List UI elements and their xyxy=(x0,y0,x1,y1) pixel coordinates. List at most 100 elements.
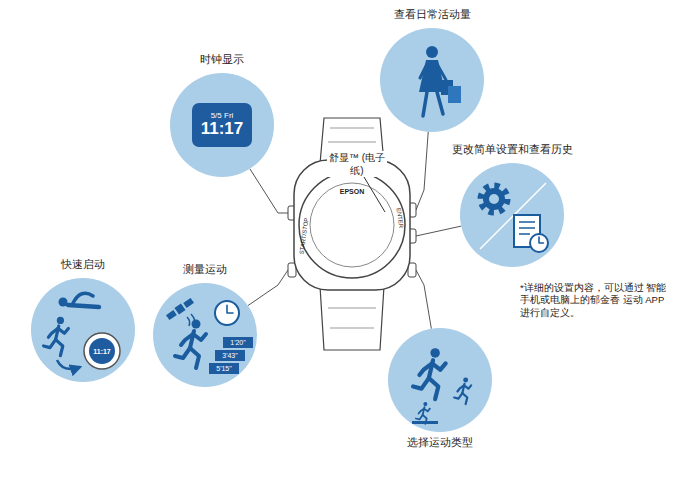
arm xyxy=(432,363,446,369)
leader-line xyxy=(364,177,385,212)
clock-icon xyxy=(215,301,239,325)
circle-fill xyxy=(170,73,274,177)
runner-figure xyxy=(416,402,430,424)
leader-connector xyxy=(416,132,428,210)
function-circle: 快速启动11:17 xyxy=(31,278,135,382)
function-circle: 选择运动类型 xyxy=(388,328,492,432)
satellite-body xyxy=(174,303,185,314)
runner-figure xyxy=(454,377,471,404)
swimmer-body xyxy=(68,305,99,307)
arm xyxy=(419,409,424,414)
arm xyxy=(419,363,432,375)
circle-heading: 查看日常活动量 xyxy=(392,9,473,20)
arm xyxy=(58,328,68,333)
part-label: 舒显™ (电子纸) xyxy=(327,151,387,177)
leg xyxy=(44,340,56,348)
leader-connector xyxy=(250,169,288,213)
leader-connector xyxy=(416,226,461,236)
circle-fill xyxy=(31,278,135,382)
node-text: 1'20" xyxy=(230,339,246,346)
swimmer-arm xyxy=(73,293,93,303)
clock-hands xyxy=(227,305,233,313)
head xyxy=(57,317,64,324)
heading-holder: 时钟显示 xyxy=(198,54,246,65)
arm xyxy=(181,334,193,345)
leg xyxy=(462,393,467,404)
function-circle: 时钟显示5/5 Fri11:17 xyxy=(170,73,274,177)
watch-text-holder: EPSON xyxy=(340,188,365,195)
watch-screen: 5/5 Fri11:17 xyxy=(192,103,252,147)
runner-figure xyxy=(413,348,446,399)
head xyxy=(430,348,439,357)
legs xyxy=(423,92,443,116)
circle-heading: 选择运动类型 xyxy=(405,437,475,448)
satellite-icon xyxy=(165,297,194,321)
node-text: 5/5 Fri xyxy=(211,112,234,121)
node-text: 11:17 xyxy=(93,348,111,355)
watch-case xyxy=(294,160,410,290)
watch-band xyxy=(320,286,384,350)
head xyxy=(426,46,438,58)
leg xyxy=(413,378,429,389)
solar-panel xyxy=(166,310,177,320)
circle-fill xyxy=(388,328,492,432)
circle-heading: 快速启动 xyxy=(59,259,107,270)
heading-holder: 快速启动 xyxy=(59,259,107,270)
circle-fill xyxy=(460,163,564,267)
clock-hands xyxy=(539,237,544,243)
arm xyxy=(420,64,446,80)
lap-time-box: 5'15" xyxy=(209,363,239,374)
node-text: 5'15" xyxy=(216,365,232,372)
watch-band-lines xyxy=(328,128,376,142)
watch-marking: EPSON xyxy=(340,188,365,195)
mini-watch-face xyxy=(89,338,115,364)
circle-shape xyxy=(153,283,257,387)
leader-connector xyxy=(248,270,288,306)
heading-holder: 测量运动 xyxy=(181,264,229,275)
arm xyxy=(193,334,206,340)
mini-watch: 11:17 xyxy=(83,332,121,370)
clock-face xyxy=(215,301,239,325)
circle-heading: 测量运动 xyxy=(181,264,229,275)
treadmill-bar xyxy=(412,421,438,424)
heading-holder: 查看日常活动量 xyxy=(392,9,473,20)
arm xyxy=(464,385,471,388)
circle-shape xyxy=(380,28,484,132)
node-text: 11:17 xyxy=(201,120,244,138)
curved-arrow xyxy=(57,360,80,369)
note-text: *详细的设置内容，可以通过 智能手机或电脑上的郁金香 运动 APP 进行自定义。 xyxy=(520,282,670,319)
watch-bezel xyxy=(299,172,405,278)
arm xyxy=(48,328,58,337)
clock-face xyxy=(530,234,548,252)
leg xyxy=(175,348,190,358)
leader-connector xyxy=(416,270,431,329)
circle-shape xyxy=(31,278,135,382)
gear-teeth xyxy=(481,186,507,212)
leg xyxy=(416,415,423,420)
function-circle: 测量运动1'20"3'43"5'15" xyxy=(153,283,257,387)
document-lines xyxy=(519,222,535,234)
circle-heading: 时钟显示 xyxy=(198,54,246,65)
leg xyxy=(56,340,63,356)
lap-time-box: 1'20" xyxy=(223,337,253,348)
circle-fill xyxy=(153,283,257,387)
function-circle: 查看日常活动量 xyxy=(380,28,484,132)
clock-icon xyxy=(530,234,548,252)
arm xyxy=(424,409,430,412)
heading-holder: 更改简单设置和查看历史 xyxy=(450,144,575,155)
lap-time-box: 3'43" xyxy=(215,350,245,361)
circle-heading: 更改简单设置和查看历史 xyxy=(450,144,575,155)
gear-hole xyxy=(489,194,499,204)
circle-shape xyxy=(388,328,492,432)
mini-watch-bezel xyxy=(84,333,120,369)
leg xyxy=(429,378,438,399)
heading-holder: 选择运动类型 xyxy=(405,437,475,448)
circle-fill xyxy=(380,28,484,132)
gear-body xyxy=(483,188,505,210)
watch-face xyxy=(310,183,394,267)
head xyxy=(423,402,427,406)
circle-shape xyxy=(460,163,564,267)
runner-figure xyxy=(44,317,69,356)
